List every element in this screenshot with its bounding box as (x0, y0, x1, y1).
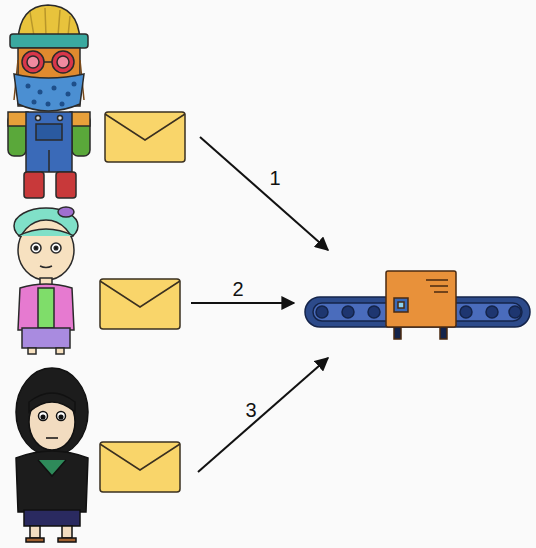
envelope (100, 279, 180, 329)
character-three (16, 368, 88, 542)
callout-number: 3 (245, 400, 256, 420)
character-two (14, 207, 78, 354)
arrow (198, 358, 328, 472)
envelope (105, 112, 185, 162)
arrow (200, 137, 328, 250)
callout-number: 1 (269, 168, 280, 188)
callout-number: 2 (232, 279, 243, 299)
character-one (8, 5, 90, 198)
parcel-box (386, 271, 456, 339)
envelope (100, 442, 180, 492)
arrow (191, 302, 294, 304)
